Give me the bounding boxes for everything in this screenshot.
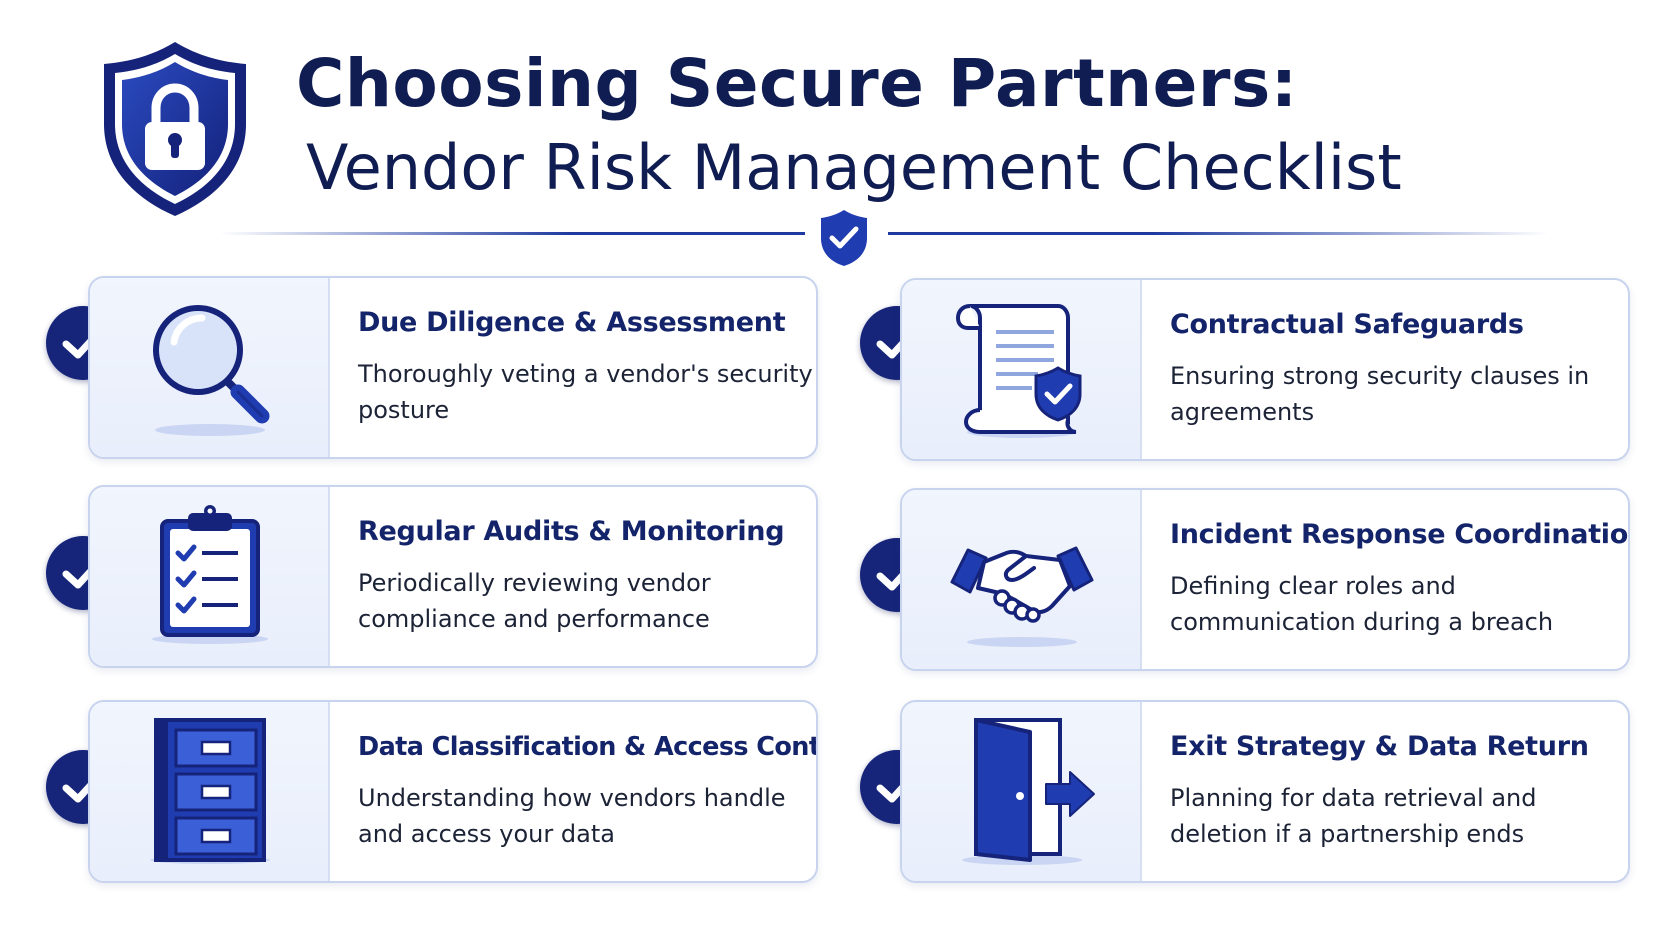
card-description: Thoroughly veting a vendor's security po… (358, 360, 813, 424)
checklist-card-incident-response: Incident Response Coordination Defining … (900, 488, 1630, 671)
checklist-card-regular-audits: Regular Audits & Monitoring Periodically… (88, 485, 818, 668)
card-description: Periodically reviewing vendor compliance… (358, 569, 711, 633)
page-title: Choosing Secure Partners: (296, 45, 1298, 122)
card-title: Due Diligence & Assessment (358, 307, 786, 338)
clipboard-checklist-icon (152, 505, 268, 644)
checklist-card-due-diligence: Due Diligence & Assessment Thoroughly ve… (88, 276, 818, 459)
checklist-card-contractual-safeguards: Contractual Safeguards Ensuring strong s… (900, 278, 1630, 461)
header: Choosing Secure Partners: Vendor Risk Ma… (0, 0, 1672, 266)
shield-check-icon (821, 210, 867, 266)
card-description: Understanding how vendors handle and acc… (358, 784, 786, 848)
checklist-card-exit-strategy: Exit Strategy & Data Return Planning for… (900, 700, 1630, 883)
exit-door-icon (962, 718, 1095, 865)
card-description: Defining clear roles and communication d… (1170, 572, 1554, 636)
card-title: Exit Strategy & Data Return (1170, 731, 1589, 762)
handshake-icon (950, 546, 1094, 647)
contract-scroll-shield-icon (955, 304, 1082, 438)
card-description: Ensuring strong security clauses in agre… (1170, 362, 1590, 426)
card-title: Incident Response Coordination (1170, 519, 1630, 550)
divider-left (220, 232, 805, 235)
checklist-card-data-classification: Data Classification & Access Control Und… (88, 700, 818, 883)
card-description: Planning for data retrieval and deletion… (1170, 784, 1537, 848)
card-title: Contractual Safeguards (1170, 309, 1524, 340)
page-subtitle: Vendor Risk Management Checklist (306, 131, 1402, 204)
shield-lock-icon (104, 42, 246, 216)
filing-cabinet-icon (150, 718, 270, 864)
magnifying-glass-icon (153, 305, 270, 436)
card-title: Data Classification & Access Control (358, 732, 818, 762)
card-title: Regular Audits & Monitoring (358, 516, 785, 547)
divider-right (888, 232, 1548, 235)
